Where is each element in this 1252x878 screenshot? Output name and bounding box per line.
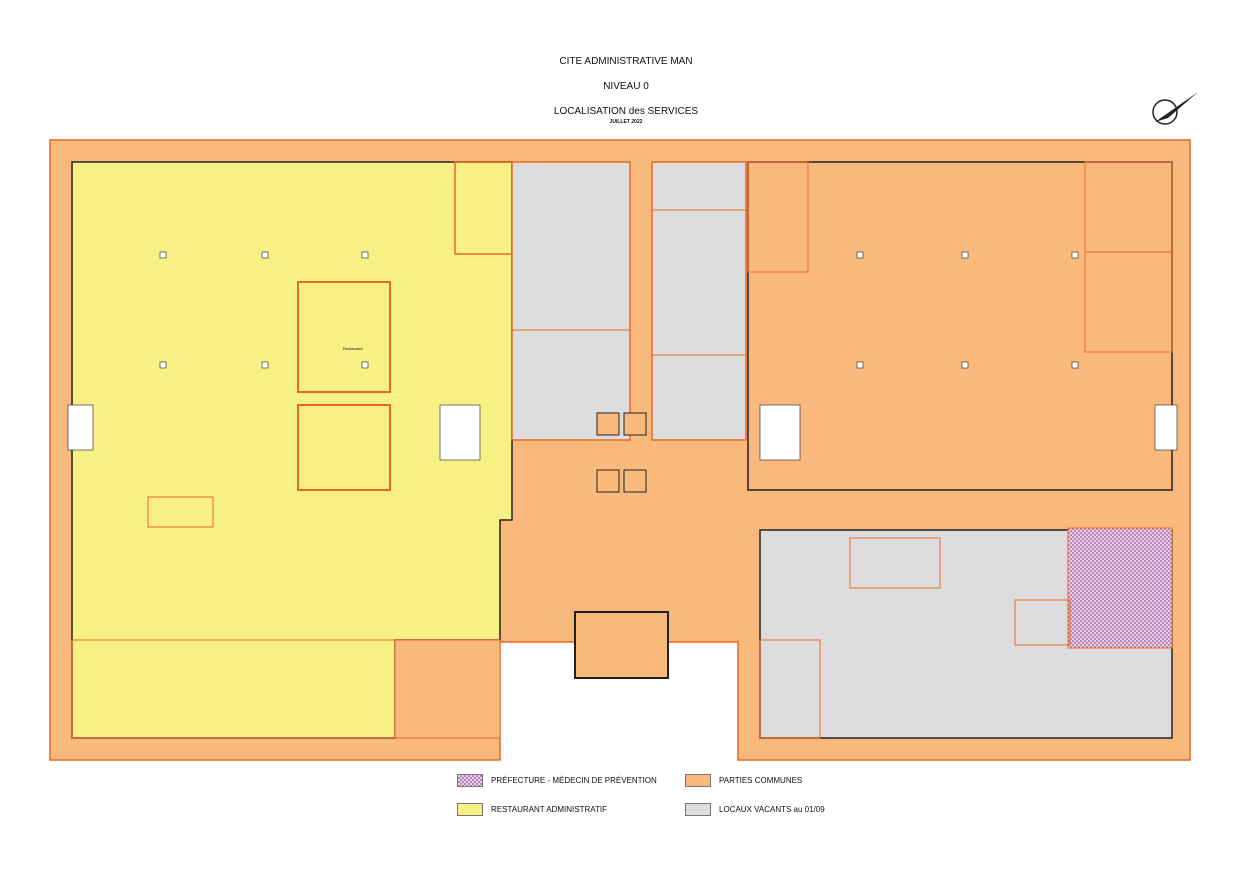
legend-item-vacant: LOCAUX VACANTS au 01/09 <box>685 803 825 816</box>
pillar <box>361 361 369 369</box>
plan-title: CITE ADMINISTRATIVE MAN <box>559 56 693 67</box>
north-arrow-icon <box>1152 92 1198 125</box>
legend-item-common: PARTIES COMMUNES <box>685 774 802 787</box>
legend-swatch <box>457 774 483 787</box>
restaurant-kitchen <box>394 639 501 739</box>
pillar <box>261 361 269 369</box>
room-outline <box>849 537 941 589</box>
vacant-zone-centre-left <box>511 161 631 441</box>
plan-subtitle: LOCALISATION des SERVICES <box>553 106 699 117</box>
legend-item-restaurant: RESTAURANT ADMINISTRATIF <box>457 803 607 816</box>
sanitary-block <box>297 404 391 491</box>
legend-label: PRÉFECTURE - MÉDECIN DE PRÉVENTION <box>491 776 657 785</box>
legend-label: RESTAURANT ADMINISTRATIF <box>491 805 608 814</box>
legend-item-prefecture: PRÉFECTURE - MÉDECIN DE PRÉVENTION <box>457 774 657 787</box>
common-zone-right <box>747 161 1173 491</box>
entrance-hall <box>574 611 669 679</box>
legend-swatch <box>457 803 483 816</box>
room-outline <box>1084 251 1173 353</box>
legend-label: LOCAUX VACANTS au 01/09 <box>719 805 825 814</box>
plan-date: JUILLET 2022 <box>609 119 643 125</box>
prefecture-zone <box>1067 527 1173 649</box>
pillar <box>961 251 969 259</box>
room-label-restaurant: Restaurant <box>343 346 363 351</box>
pillar <box>159 361 167 369</box>
pillar <box>1071 251 1079 259</box>
room-outline <box>759 639 821 739</box>
restaurant-room <box>297 281 391 393</box>
room-outline <box>71 639 396 739</box>
pillar <box>361 251 369 259</box>
legend-swatch <box>685 774 711 787</box>
legend-label: PARTIES COMMUNES <box>719 776 803 785</box>
room-outline <box>1014 599 1071 646</box>
legend-swatch <box>685 803 711 816</box>
pillar <box>856 251 864 259</box>
pillar <box>856 361 864 369</box>
plan-level: NIVEAU 0 <box>603 81 649 92</box>
pillar <box>159 251 167 259</box>
pillar <box>961 361 969 369</box>
room-outline <box>147 496 214 528</box>
pillar <box>261 251 269 259</box>
elevators <box>596 412 647 493</box>
room-outline <box>747 161 809 273</box>
vacant-zone-centre-right <box>651 161 747 441</box>
pillars <box>159 251 1079 369</box>
stairs <box>67 404 1178 461</box>
pillar <box>1071 361 1079 369</box>
